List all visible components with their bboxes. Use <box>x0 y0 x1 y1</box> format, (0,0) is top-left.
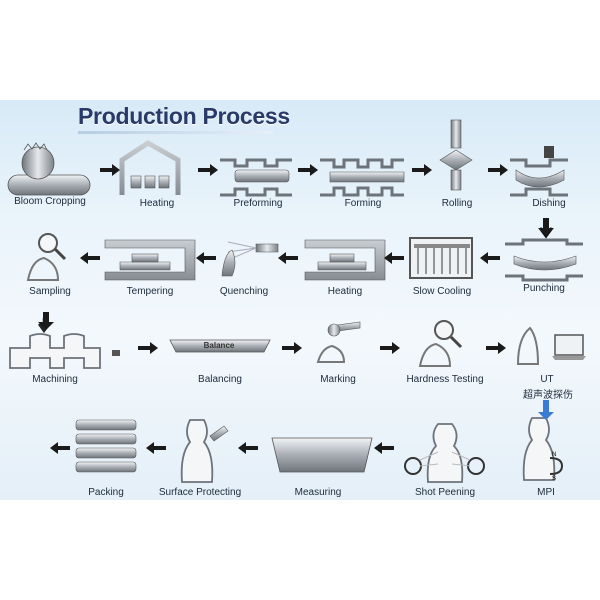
tempering-furnace-icon <box>104 239 196 281</box>
arrow-icon <box>384 252 404 264</box>
ut-testing-icon <box>516 326 586 365</box>
arrow-icon <box>486 342 506 354</box>
row-connector-arrows <box>38 218 554 420</box>
rolling-mill-icon <box>439 119 473 191</box>
arrow-down-icon <box>38 312 54 330</box>
arrow-icon <box>80 252 100 264</box>
heating-furnace-icon <box>119 140 181 195</box>
step-label-surface-protecting: Surface Protecting <box>158 487 242 498</box>
arrow-icon <box>374 442 394 454</box>
step-label-marking: Marking <box>320 374 356 385</box>
hardness-testing-icon <box>418 320 463 367</box>
quenching-spray-icon <box>221 241 279 277</box>
step-label-dishing: Dishing <box>532 198 566 209</box>
step-label-preforming: Preforming <box>233 198 283 209</box>
step-label-forming: Forming <box>344 198 382 209</box>
step-label-punching: Punching <box>523 283 565 294</box>
step-label-rolling: Rolling <box>441 198 473 209</box>
step-label-shot-peening: Shot Peening <box>414 487 476 498</box>
step-label-mpi: MPI <box>537 487 555 498</box>
diagram-title: Production Process <box>78 103 290 129</box>
surface-protecting-icon <box>180 419 229 483</box>
arrow-icon <box>50 442 70 454</box>
slow-cooling-chamber-icon <box>409 237 473 279</box>
flow-arrows <box>50 164 508 454</box>
arrow-icon <box>380 342 400 354</box>
preforming-press-icon <box>220 158 292 197</box>
heating-furnace-2-icon <box>304 239 386 281</box>
step-label-tempering: Tempering <box>126 286 174 297</box>
step-label-heating-1: Heating <box>139 198 175 209</box>
step-label-bloom-cropping: Bloom Cropping <box>14 196 86 207</box>
step-label-quenching: Quenching <box>219 286 269 297</box>
arrow-icon <box>100 164 120 176</box>
arrow-icon <box>138 342 158 354</box>
arrow-icon <box>196 252 216 264</box>
step-label-packing: Packing <box>88 487 124 498</box>
step-sublabel-ut: 超声波探伤 <box>523 390 573 401</box>
forming-press-icon <box>320 158 405 197</box>
arrow-down-icon <box>538 218 554 236</box>
step-label-measuring: Measuring <box>294 487 342 498</box>
bloom-cropping-icon <box>7 142 91 196</box>
step-label-slow-cooling: Slow Cooling <box>412 286 472 297</box>
arrow-icon <box>480 252 500 264</box>
mpi-testing-icon: N S <box>522 417 564 482</box>
step-label-balancing: Balancing <box>198 374 242 385</box>
step-label-heating-2: Heating <box>327 286 363 297</box>
svg-text:S: S <box>552 476 556 482</box>
balancing-plate-icon <box>169 339 271 353</box>
title-underline <box>78 131 273 134</box>
punching-press-icon <box>505 220 583 282</box>
shot-peening-icon <box>404 423 485 483</box>
sampling-icon <box>26 233 67 281</box>
step-label-sampling: Sampling <box>29 286 71 297</box>
arrow-icon <box>298 164 318 176</box>
dishing-press-icon <box>510 146 568 197</box>
arrow-icon <box>146 442 166 454</box>
step-label-ut: UT <box>540 374 554 385</box>
arrow-down-icon <box>538 400 554 420</box>
balance-plate-text: Balance <box>204 341 235 350</box>
arrow-icon <box>238 442 258 454</box>
arrow-icon <box>412 164 432 176</box>
packing-stack-icon <box>75 419 137 473</box>
step-label-machining: Machining <box>32 374 78 385</box>
svg-text:N: N <box>552 452 556 458</box>
arrow-icon <box>198 164 218 176</box>
arrow-icon <box>278 252 298 264</box>
arrow-icon <box>488 164 508 176</box>
marking-icon <box>316 321 361 363</box>
machining-icon <box>9 318 120 369</box>
step-label-hardness-testing: Hardness Testing <box>406 374 484 385</box>
arrow-icon <box>282 342 302 354</box>
measuring-plate-icon <box>271 437 373 473</box>
